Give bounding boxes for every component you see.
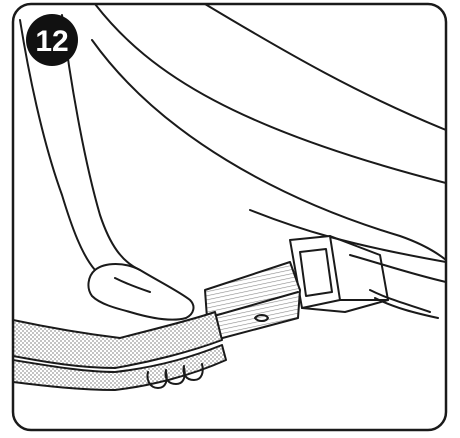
receiver-tube-bottom bbox=[301, 299, 389, 313]
vehicle-body-top-line bbox=[204, 4, 446, 131]
hand-outline bbox=[87, 263, 195, 321]
step-number-badge-icon: 12 bbox=[26, 14, 78, 66]
panel-background bbox=[13, 4, 446, 430]
receiver-tube-side bbox=[329, 235, 389, 301]
tire-inner-edge bbox=[61, 14, 141, 271]
step-number: 12 bbox=[35, 25, 68, 58]
receiver-tube-opening bbox=[299, 248, 333, 297]
panel-border bbox=[11, 2, 448, 432]
under-body-line bbox=[349, 254, 446, 283]
draw-bar-lower bbox=[13, 344, 227, 391]
step-badge-circle bbox=[26, 14, 78, 66]
vehicle-body-upper-curve bbox=[94, 4, 446, 184]
receiver-bracket bbox=[369, 289, 439, 319]
vehicle-body-lower-curve bbox=[91, 39, 446, 261]
draw-bar-upper bbox=[13, 311, 223, 369]
ball-mount-pin-hole bbox=[254, 314, 269, 322]
ball-mount-shank-edge bbox=[206, 291, 299, 319]
finger-3 bbox=[182, 363, 204, 381]
hand-crease bbox=[114, 277, 151, 293]
tire-outer-edge bbox=[19, 19, 96, 271]
